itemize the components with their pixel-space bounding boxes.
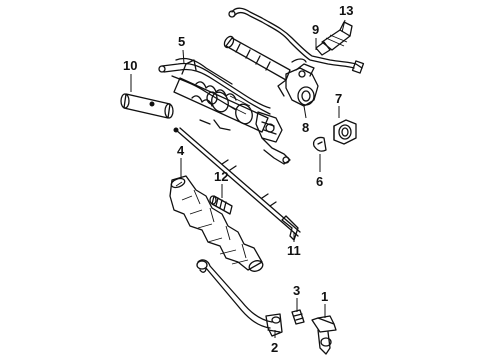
- part-10-sleeve: [120, 93, 174, 119]
- part-11-inner-tie-rod: [173, 127, 301, 241]
- callout-labels: 13 9 5 10 7 8 6 4 12 11 3 1 2: [123, 3, 353, 355]
- part-6-clip: [312, 136, 327, 152]
- part-9-hydraulic-line: [228, 7, 365, 74]
- callout-8: 8: [302, 120, 309, 135]
- callout-10: 10: [123, 58, 137, 73]
- callout-9: 9: [312, 22, 319, 37]
- part-4-boot: [169, 175, 264, 272]
- callout-12: 12: [214, 169, 228, 184]
- part-7-bushing: [333, 119, 357, 145]
- callout-5: 5: [178, 34, 185, 49]
- callout-2: 2: [271, 340, 278, 355]
- callout-6: 6: [316, 174, 323, 189]
- part-1-tie-rod-end: [311, 315, 337, 355]
- callout-7: 7: [335, 91, 342, 106]
- callout-3: 3: [293, 283, 300, 298]
- part-12-adjuster: [209, 195, 233, 215]
- callout-1: 1: [321, 289, 328, 304]
- part-2-outer-tie-rod: [196, 259, 283, 337]
- callout-13: 13: [339, 3, 353, 18]
- part-13-valve: [315, 21, 353, 56]
- steering-rack-housing: [173, 59, 291, 165]
- part-5-rack-lines: [158, 57, 271, 115]
- callout-4: 4: [177, 143, 185, 158]
- part-3-jam-nut: [291, 309, 305, 325]
- part-8-valve-housing: [223, 35, 319, 107]
- callout-11: 11: [287, 243, 301, 258]
- leader-lines: [130, 19, 346, 338]
